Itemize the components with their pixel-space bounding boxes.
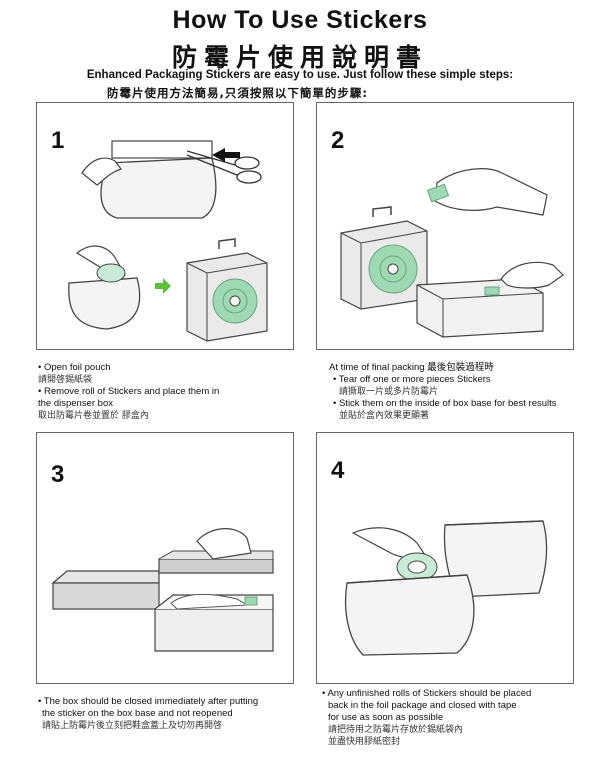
step-1-panel: 1 — [36, 102, 294, 350]
caption-line: • Any unfinished rolls of Stickers shoul… — [322, 688, 532, 699]
step-3-panel: 3 — [36, 432, 294, 684]
step-2-illustration — [340, 168, 564, 338]
step-3-illustration — [51, 528, 274, 652]
caption-line: back in the foil package and closed with… — [328, 700, 517, 711]
step-number: 2 — [331, 127, 345, 154]
step-1-caption: • Open foil pouch 請開啓錫紙袋 • Remove roll o… — [38, 362, 298, 422]
step-4-illustration — [344, 520, 548, 656]
step-number: 3 — [51, 461, 65, 488]
step-3-caption: • The box should be closed immediately a… — [38, 696, 318, 732]
caption-line: At time of final packing 最後包裝過程時 — [329, 362, 494, 373]
step-number: 4 — [331, 457, 345, 484]
step-2-caption: At time of final packing 最後包裝過程時 • Tear … — [329, 362, 594, 422]
caption-line: 請貼上防霉片後立刻把鞋盒蓋上及切勿再開啓 — [42, 721, 223, 731]
caption-line: 並盡快用膠紙密封 — [328, 737, 401, 747]
page-title-chinese: 防霉片使用說明書 — [171, 43, 428, 72]
caption-line: the sticker on the box base and not reop… — [42, 708, 233, 719]
caption-line: 請開啓錫紙袋 — [38, 375, 93, 385]
arrow-left-icon — [212, 148, 240, 162]
caption-line: the dispenser box — [38, 398, 113, 409]
subtitle-chinese: 防霉片使用方法簡易,只須按照以下簡單的步驟: — [107, 86, 368, 100]
step-1-illustration — [68, 140, 268, 342]
scissors-icon — [186, 150, 262, 184]
caption-line: 取出防霉片卷並置於 膠盒內 — [38, 411, 149, 421]
arrow-right-icon — [155, 278, 171, 294]
caption-line: 請把待用之防霉片存放於錫紙袋內 — [328, 725, 464, 735]
caption-line: • Tear off one or more pieces Stickers — [333, 374, 491, 385]
step-number: 1 — [51, 127, 65, 154]
caption-line: • The box should be closed immediately a… — [38, 696, 259, 707]
subtitle: Enhanced Packaging Stickers are easy to … — [86, 69, 514, 81]
caption-line: for use as soon as possible — [328, 712, 444, 723]
caption-line: • Open foil pouch — [38, 362, 111, 373]
step-2-panel: 2 — [316, 102, 574, 350]
caption-line: 並貼於盒內效果更顯著 — [339, 411, 430, 421]
caption-line: • Remove roll of Stickers and place them… — [38, 386, 220, 397]
caption-line: 請撕取一片或多片防霉片 — [339, 387, 439, 397]
caption-line: • Stick them on the inside of box base f… — [333, 398, 557, 409]
step-4-panel: 4 — [316, 432, 574, 684]
step-4-caption: • Any unfinished rolls of Stickers shoul… — [322, 688, 592, 748]
page-title: How To Use Stickers — [172, 6, 428, 34]
